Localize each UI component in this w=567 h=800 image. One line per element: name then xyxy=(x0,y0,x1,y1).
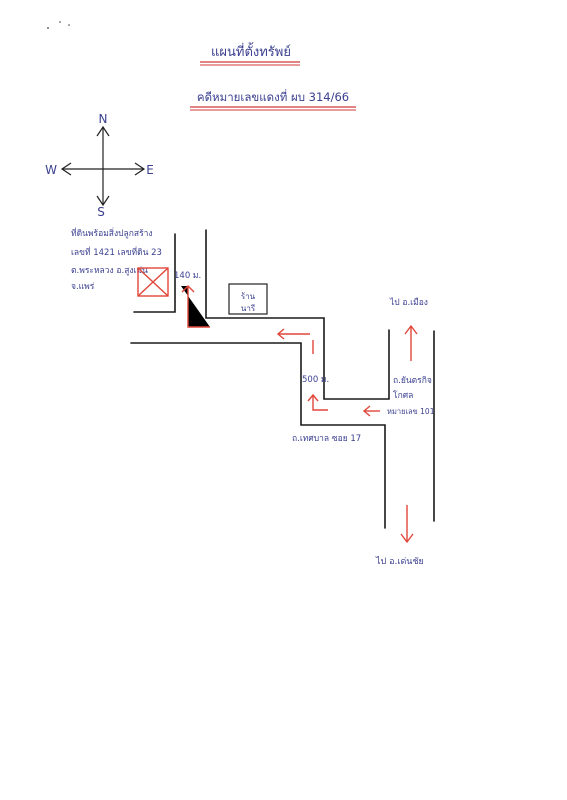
map-title: แผนที่ตั้งทรัพย์ xyxy=(211,42,291,60)
shop-landmark: ร้าน นารี xyxy=(228,283,268,315)
distance-500m: 500 ม. xyxy=(302,375,329,385)
main-road-label-line-2: โกศล xyxy=(393,390,413,401)
compass-south: S xyxy=(97,205,105,219)
distance-140m: 140 ม. xyxy=(174,271,201,281)
shop-label-line-2: นารี xyxy=(241,304,256,313)
property-marker xyxy=(137,267,169,297)
compass-west: W xyxy=(45,163,57,177)
route-arrows xyxy=(181,285,418,544)
main-road-label: ถ.ยันตรกิจ โกศล หมายเลข 101 xyxy=(387,376,435,416)
case-number: คดีหมายเลขแดงที่ ผบ 314/66 xyxy=(197,89,349,104)
compass-east: E xyxy=(146,163,154,177)
property-label-line-2: เลขที่ 1421 เลขที่ดิน 23 xyxy=(71,246,162,258)
compass-north: N xyxy=(99,112,108,126)
compass-rose: N S W E xyxy=(45,112,154,219)
main-road-label-line-1: ถ.ยันตรกิจ xyxy=(393,376,432,386)
property-label: ที่ดินพร้อมสิ่งปลูกสร้าง เลขที่ 1421 เลข… xyxy=(71,227,162,292)
shop-label-line-1: ร้าน xyxy=(241,292,256,301)
property-label-line-3: ต.พระหลวง อ.สูงเม่น xyxy=(71,266,148,276)
roads xyxy=(130,229,435,529)
property-label-line-1: ที่ดินพร้อมสิ่งปลูกสร้าง xyxy=(71,227,153,239)
label-to-mueang: ไป อ.เมือง xyxy=(389,297,428,308)
soi-label: ถ.เทศบาล ซอย 17 xyxy=(292,434,361,444)
label-to-denchai: ไป อ.เด่นชัย xyxy=(375,556,424,567)
property-label-line-4: จ.แพร่ xyxy=(71,282,95,292)
main-road-label-line-3: หมายเลข 101 xyxy=(387,407,435,416)
scan-specks xyxy=(47,21,70,29)
